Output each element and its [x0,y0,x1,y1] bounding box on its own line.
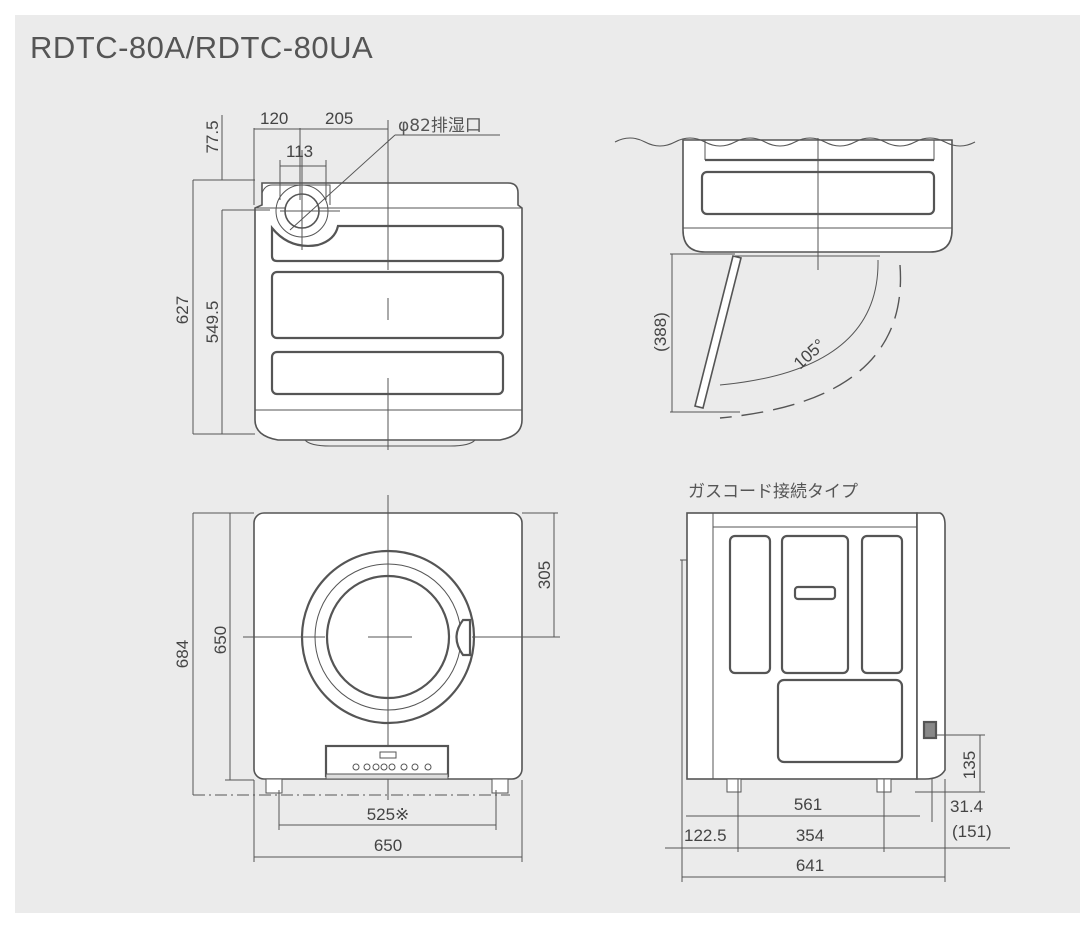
dim-122-5: 122.5 [684,826,727,845]
angle-105: 105° [790,335,829,373]
dim-31-4: 31.4 [950,797,983,816]
dim-77-5: 77.5 [203,120,222,153]
dim-205: 205 [325,109,353,128]
dim-684: 684 [173,640,192,668]
dim-627: 627 [173,296,192,324]
dim-120: 120 [260,109,288,128]
dim-113: 113 [286,142,313,161]
dim-650-width: 650 [374,836,402,855]
dim-561: 561 [794,795,822,814]
dim-641: 641 [796,856,824,875]
door-open-view: 105° (388) [614,137,976,419]
gas-cord-type-label: ガスコード接続タイプ [688,482,858,502]
dim-305: 305 [535,561,554,589]
dim-151: (151) [952,822,992,841]
side-view: ガスコード接続タイプ 135 31.4 (151) 561 122.5 354 [665,482,1010,882]
dim-354: 354 [796,826,824,845]
dim-525: 525※ [367,805,410,824]
front-view: 684 650 305 525※ 650 [173,495,560,862]
model-title: RDTC-80A/RDTC-80UA [30,30,374,65]
dim-388: (388) [651,312,670,352]
dim-135: 135 [960,751,979,779]
dim-650-height: 650 [211,626,230,654]
exhaust-port-label: φ82排湿口 [398,116,482,136]
dim-549-5: 549.5 [203,301,222,344]
top-view: φ82排湿口 120 205 113 627 549.5 77.5 [173,109,523,450]
